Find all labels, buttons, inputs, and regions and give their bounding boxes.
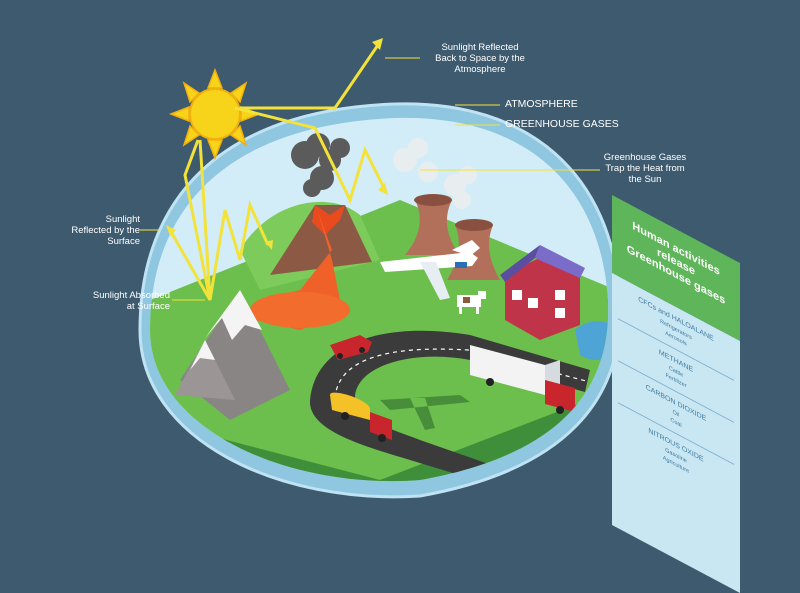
arrow-surface bbox=[166, 225, 176, 236]
truck bbox=[470, 345, 575, 414]
tanker-truck bbox=[330, 392, 392, 442]
lake bbox=[575, 321, 609, 360]
leader-lines bbox=[140, 57, 600, 301]
label-greenhouse-gases: GREENHOUSE GASES bbox=[505, 118, 619, 130]
arrow-space bbox=[372, 38, 383, 50]
label-atmosphere: ATMOSPHERE bbox=[505, 98, 578, 110]
label-line: Trap the Heat from bbox=[605, 163, 685, 174]
label-line: Sunlight bbox=[105, 214, 140, 225]
label-line: Sunlight Absorbed bbox=[92, 290, 170, 301]
airplane bbox=[380, 240, 480, 300]
human-activities-panel: Human activities release Greenhouse gase… bbox=[612, 195, 740, 593]
label-line: Reflected by the bbox=[71, 225, 140, 236]
sunlight-rays bbox=[168, 41, 387, 301]
arrow-trap bbox=[378, 183, 388, 195]
label-line: Atmosphere bbox=[454, 64, 506, 75]
label-absorbed-surface: Sunlight Absorbed at Surface bbox=[50, 290, 170, 312]
label-line: Greenhouse Gases bbox=[603, 152, 687, 163]
label-trap-heat: Greenhouse Gases Trap the Heat from the … bbox=[590, 152, 700, 185]
sun-icon bbox=[168, 67, 262, 161]
car bbox=[330, 335, 372, 360]
greenhouse-effect-diagram: Sunlight Reflected Back to Space by the … bbox=[40, 38, 740, 593]
volcano-smoke bbox=[291, 133, 350, 197]
label-reflected-surface: Sunlight Reflected by the Surface bbox=[40, 214, 140, 247]
label-line: Surface bbox=[107, 236, 140, 247]
barn bbox=[500, 245, 585, 340]
volcano bbox=[250, 205, 372, 330]
cow bbox=[457, 291, 486, 314]
mountain bbox=[175, 290, 290, 420]
label-line: at Surface bbox=[126, 301, 170, 312]
label-line: Sunlight Reflected bbox=[441, 42, 519, 53]
label-line: the Sun bbox=[628, 174, 662, 185]
diagram-illustration bbox=[138, 38, 622, 499]
arrow-volcano bbox=[265, 240, 273, 250]
label-reflected-space: Sunlight Reflected Back to Space by the … bbox=[420, 42, 540, 75]
plane-shadow bbox=[380, 395, 470, 430]
label-line: Back to Space by the bbox=[435, 53, 525, 64]
